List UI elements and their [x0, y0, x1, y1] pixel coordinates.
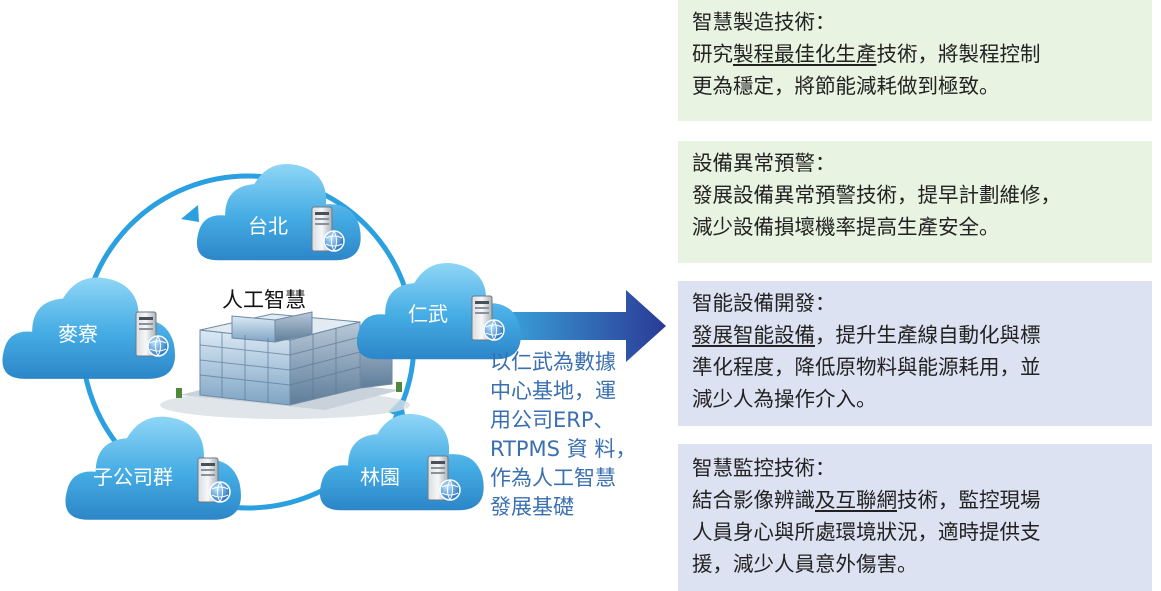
panel-line: 研究製程最佳化生產技術，將製程控制 — [692, 42, 1041, 66]
panel-bg-anomaly-warning — [678, 141, 1152, 263]
panel-smart-manufacturing: 智慧製造技術： 研究製程最佳化生產技術，將製程控制 更為穩定，將節能減耗做到極致… — [678, 2, 1152, 102]
panel-line: 援，減少人員意外傷害。 — [692, 552, 918, 576]
description-line: 用公司ERP、 — [490, 408, 615, 432]
panel-bg-smart-equipment — [678, 281, 1152, 426]
panel-smart-equipment: 智能設備開發： 發展智能設備，提升生產線自動化與標 準化程度，降低原物料與能源耗… — [678, 283, 1152, 415]
cloud-label-linyuan: 林園 — [360, 465, 400, 489]
panel-line: 減少人為操作介入。 — [692, 387, 877, 411]
description-line: 中心基地，運 — [490, 379, 616, 403]
description-line: RTPMS 資 料， — [490, 437, 637, 461]
building-icon — [160, 311, 410, 419]
cloud-label-mailiao: 麥寮 — [58, 322, 98, 346]
panel-bg-smart-monitoring — [678, 444, 1152, 591]
panel-line: 發展設備異常預警技術，提早計劃維修， — [692, 183, 1061, 207]
panel-title: 智能設備開發： — [692, 291, 836, 315]
panel-line: 人員身心與所處環境狀況，適時提供支 — [692, 520, 1041, 544]
panel-line: 結合影像辨識及互聯網技術，監控現場 — [692, 488, 1041, 512]
right-arrow-icon — [470, 290, 666, 362]
panel-line: 準化程度，降低原物料與能源耗用，並 — [692, 355, 1041, 379]
description-line: 作為人工智慧 — [490, 466, 616, 490]
panel-title: 智慧監控技術： — [692, 456, 836, 480]
cloud-linyuan — [319, 413, 484, 511]
center-title: 人工智慧 — [222, 288, 306, 312]
panel-line: 發展智能設備，提升生產線自動化與標 — [692, 323, 1041, 347]
description-line: 以仁武為數據 — [490, 350, 616, 374]
description: 以仁武為數據 中心基地，運 用公司ERP、 RTPMS 資 料， 作為人工智慧 … — [490, 348, 640, 522]
panel-title: 智慧製造技術： — [692, 10, 836, 34]
panel-title: 設備異常預警： — [692, 151, 836, 175]
panel-smart-monitoring: 智慧監控技術： 結合影像辨識及互聯網技術，監控現場 人員身心與所處環境狀況，適時… — [678, 448, 1152, 580]
cloud-label-renwu: 仁武 — [408, 302, 448, 326]
panel-line: 更為穩定，將節能減耗做到極致。 — [692, 74, 1000, 98]
ring-arrow-icon — [181, 205, 199, 222]
panel-anomaly-warning: 設備異常預警： 發展設備異常預警技術，提早計劃維修， 減少設備損壞機率提高生產安… — [678, 143, 1152, 243]
cloud-label-subsidiaries: 子公司群 — [93, 465, 173, 489]
cloud-label-taipei: 台北 — [248, 214, 288, 238]
description-line: 發展基礎 — [490, 495, 574, 519]
panel-line: 減少設備損壞機率提高生產安全。 — [692, 215, 1000, 239]
panel-bg-smart-manufacturing — [678, 0, 1152, 121]
